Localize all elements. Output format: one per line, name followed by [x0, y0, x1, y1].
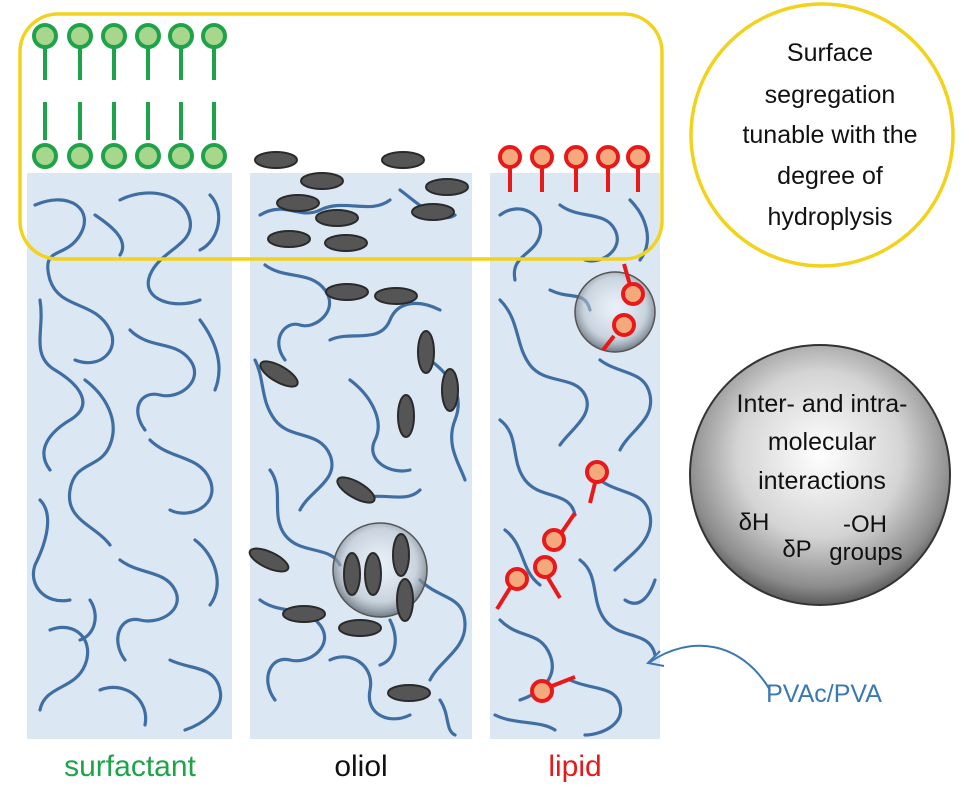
delta-h-label: δH [739, 509, 770, 536]
surfactant-molecule [201, 23, 227, 169]
oliol-molecule [397, 394, 415, 438]
oh-label: -OH [843, 511, 887, 538]
groups-label: groups [829, 539, 902, 566]
lipid-molecule [495, 567, 529, 611]
oliol-panel [250, 173, 472, 739]
oliol-molecule [282, 605, 326, 623]
oliol-interaction-bubble [332, 522, 428, 622]
oliol-molecule [425, 178, 469, 196]
surfactant-molecule [101, 23, 127, 169]
oliol-molecule [417, 330, 435, 374]
lipid-panel [490, 173, 660, 739]
surfactant-panel [27, 173, 232, 739]
surfactant-molecule [67, 23, 93, 169]
surfactant-molecules [32, 23, 227, 169]
oliol-molecule [300, 172, 344, 190]
lipid-molecule [626, 145, 650, 192]
surfactant-molecule [32, 23, 58, 169]
interactions-line-3: interactions [758, 467, 886, 495]
oliol-molecule [411, 203, 455, 221]
surfactant-molecule [168, 23, 194, 169]
segregation-line-2: segregation [765, 81, 896, 109]
segregation-line-3: tunable with the [742, 121, 917, 149]
oliol-molecule [324, 234, 368, 252]
lipid-molecule [533, 555, 562, 600]
oliol-molecule [259, 360, 299, 388]
oliol-molecule [254, 151, 298, 169]
lipid-molecule [530, 145, 554, 192]
surfactant-label: surfactant [64, 750, 196, 783]
polymer-chains [31, 188, 657, 737]
lipid-molecule [585, 460, 609, 504]
polymer-pointer-arrowhead [645, 650, 665, 667]
oliol-molecule [315, 209, 359, 227]
surfactant-molecule [135, 23, 161, 169]
lipid-molecule [596, 145, 620, 192]
oliol-molecule [267, 230, 311, 248]
oliol-molecule [325, 283, 369, 301]
segregation-line-4: degree of [777, 162, 883, 190]
oliol-molecule [338, 619, 382, 637]
delta-p-label: δP [782, 536, 811, 563]
oliol-molecule [374, 287, 418, 305]
segregation-line-1: Surface [787, 39, 873, 67]
oliol-molecule [441, 368, 459, 412]
polymer-label: PVAc/PVA [766, 680, 882, 708]
oliol-molecule [387, 684, 431, 702]
surface-segregation-box [18, 12, 664, 261]
oliol-molecule [248, 547, 290, 573]
interactions-sphere [689, 344, 951, 606]
lipid-molecule [498, 145, 522, 192]
lipid-molecule [564, 145, 588, 192]
lipid-interaction-bubble [574, 263, 656, 353]
segregation-callout [689, 2, 955, 268]
lipid-label: lipid [548, 750, 601, 783]
polymer-pointer-arrow [649, 644, 771, 691]
oliol-label: oliol [334, 750, 387, 783]
interactions-line-2: molecular [768, 428, 876, 456]
segregation-line-5: hydroplysis [767, 203, 892, 231]
oliol-molecule [276, 194, 320, 212]
oliol-molecule [336, 476, 376, 504]
oliol-molecule [381, 151, 425, 169]
lipid-molecules [495, 145, 650, 703]
interactions-line-1: Inter- and intra- [737, 390, 908, 418]
oliol-molecules [248, 151, 469, 702]
lipid-molecule [542, 511, 577, 552]
lipid-molecule [530, 675, 576, 703]
